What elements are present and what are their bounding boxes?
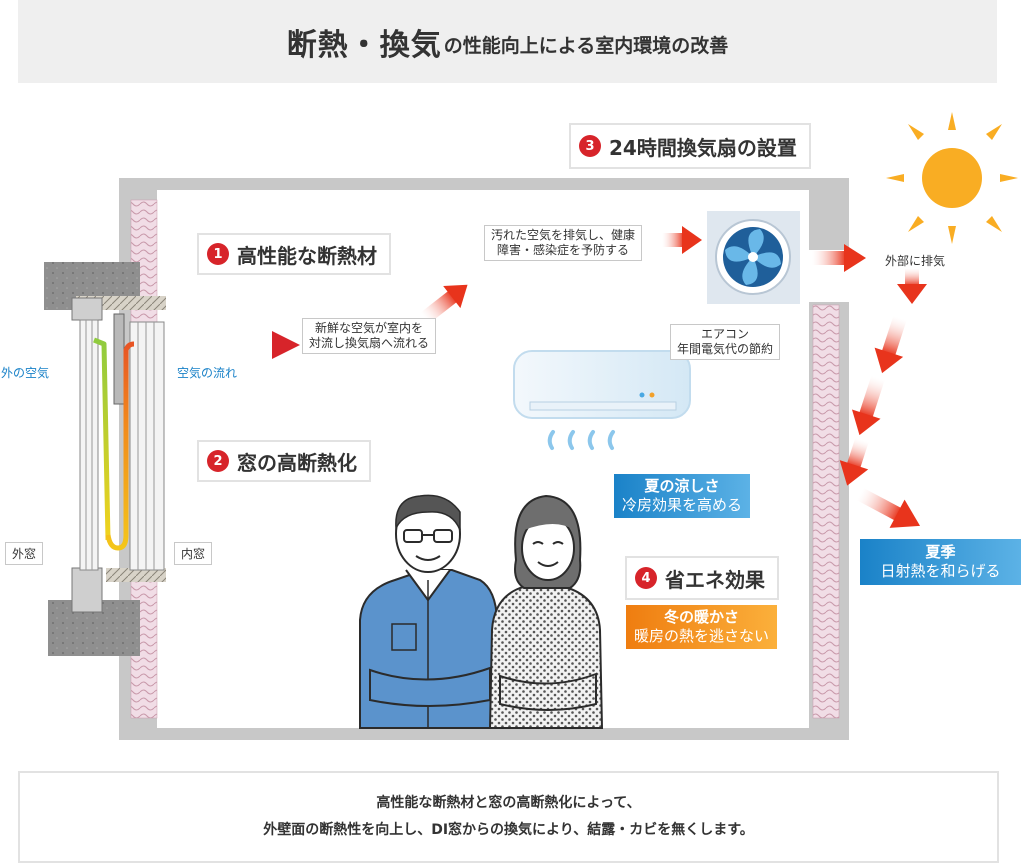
feature-2-badge: 2 窓の高断熱化 — [197, 440, 371, 482]
summer-cool-text: 冷房効果を高める — [622, 496, 743, 514]
feature-4-number: 4 — [635, 567, 657, 589]
feature-2-label: 窓の高断熱化 — [237, 450, 357, 475]
fresh-air-line-1: 新鮮な空気が室内を — [315, 321, 424, 335]
feature-3-badge: 3 24時間換気扇の設置 — [569, 123, 811, 169]
winter-warm-box: 冬の暖かさ 暖房の熱を逃さない — [626, 605, 778, 649]
flow-arrows — [420, 226, 927, 528]
page-title: 断熱・換気 — [286, 27, 442, 63]
outside-air-label: 外の空気 — [1, 366, 50, 380]
title-bar: 断熱・換気 の性能向上による室内環境の改善 — [18, 0, 997, 83]
feature-4-badge: 4 省エネ効果 — [625, 556, 779, 600]
summer-cool-title: 夏の涼しさ — [644, 477, 720, 495]
exhaust-fan-icon — [707, 211, 800, 304]
air-flow-label: 空気の流れ — [177, 366, 238, 380]
arrow-to-exhaust — [420, 284, 468, 324]
fresh-air-label: 新鮮な空気が室内を 対流し換気扇へ流れる — [302, 318, 437, 354]
footer-line-1: 高性能な断熱材と窓の高断熱化によって、 — [376, 795, 641, 811]
airflow-path — [0, 331, 300, 551]
person-man — [359, 494, 498, 729]
feature-1-number: 1 — [207, 243, 229, 265]
page-subtitle: の性能向上による室内環境の改善 — [443, 35, 729, 57]
feature-3-label: 24時間換気扇の設置 — [609, 135, 797, 160]
summer-sun-box: 夏季 日射熱を和らげる — [860, 539, 1021, 585]
diagram-illustration — [0, 112, 1018, 740]
aircon-line-1: エアコン — [701, 327, 750, 341]
feature-4-label: 省エネ効果 — [665, 567, 765, 592]
sun-icon — [886, 112, 1018, 244]
feature-2-number: 2 — [207, 450, 229, 472]
inner-window-label: 内窓 — [174, 542, 213, 565]
sun-arrow-4 — [839, 437, 869, 486]
feature-1-label: 高性能な断熱材 — [237, 243, 377, 268]
sun-arrow-1 — [897, 268, 927, 304]
footer-line-2: 外壁面の断熱性を向上し、DI窓からの換気により、結露・カビを無くします。 — [263, 822, 754, 838]
arrow-to-fan — [662, 226, 702, 254]
summer-sun-text: 日射熱を和らげる — [880, 562, 1001, 580]
summer-cool-box: 夏の涼しさ 冷房効果を高める — [614, 474, 751, 518]
footer-summary: 高性能な断熱材と窓の高断熱化によって、 外壁面の断熱性を向上し、DI窓からの換気… — [18, 771, 999, 863]
aircon-line-2: 年間電気代の節約 — [677, 342, 774, 356]
sun-arrow-3 — [851, 375, 885, 436]
insulation-right — [812, 304, 840, 719]
exhaust-label: 汚れた空気を排気し、健康 障害・感染症を予防する — [484, 225, 643, 261]
sun-arrow-2 — [874, 315, 907, 374]
window-section — [44, 262, 166, 656]
arrow-fan-out — [812, 244, 866, 272]
sun-arrow-5 — [856, 487, 921, 528]
fresh-air-line-2: 対流し換気扇へ流れる — [309, 336, 430, 350]
aircon-label: エアコン 年間電気代の節約 — [670, 324, 781, 360]
winter-warm-title: 冬の暖かさ — [664, 608, 740, 626]
external-exhaust-label: 外部に排気 — [882, 252, 949, 269]
air-conditioner-icon — [513, 350, 691, 450]
feature-1-badge: 1 高性能な断熱材 — [197, 233, 391, 275]
exhaust-line-1: 汚れた空気を排気し、健康 — [491, 228, 636, 242]
winter-warm-text: 暖房の熱を逃さない — [634, 627, 770, 645]
exhaust-line-2: 障害・感染症を予防する — [497, 243, 630, 257]
feature-3-number: 3 — [579, 135, 601, 157]
outer-window-label: 外窓 — [5, 542, 44, 565]
person-woman — [488, 494, 604, 729]
summer-sun-title: 夏季 — [925, 543, 956, 561]
